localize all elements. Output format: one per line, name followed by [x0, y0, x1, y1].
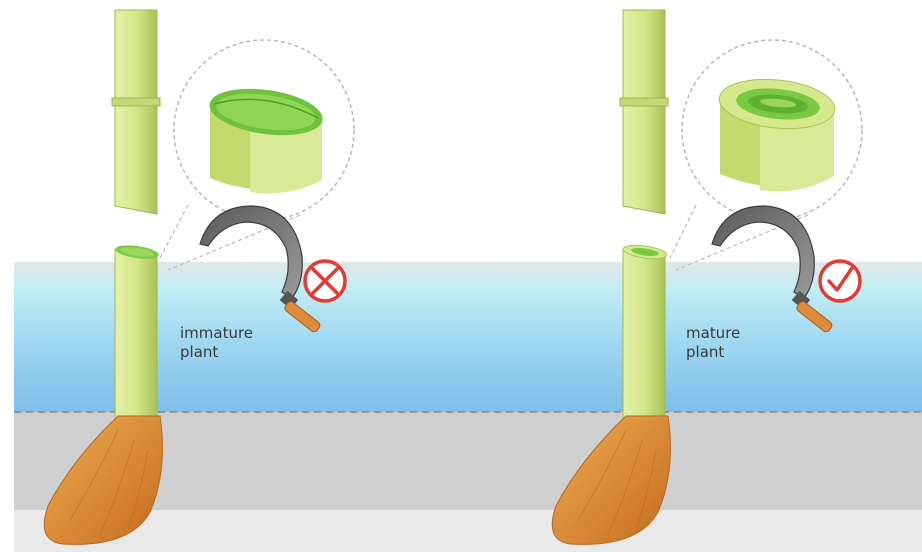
label-line1: mature	[686, 324, 740, 343]
soil-lower-band	[14, 510, 922, 552]
cross-in-circle-icon	[305, 261, 345, 301]
label-immature-plant: immature plant	[180, 324, 253, 362]
check-in-circle-icon	[820, 261, 860, 301]
label-mature-plant: mature plant	[686, 324, 740, 362]
label-line2: plant	[180, 343, 253, 362]
label-line1: immature	[180, 324, 253, 343]
stem-lower	[622, 243, 667, 420]
stem-lower	[114, 243, 159, 420]
stem-section-hollow	[717, 74, 837, 191]
stem-upper	[112, 10, 160, 214]
label-line2: plant	[686, 343, 740, 362]
stem-upper	[620, 10, 668, 214]
